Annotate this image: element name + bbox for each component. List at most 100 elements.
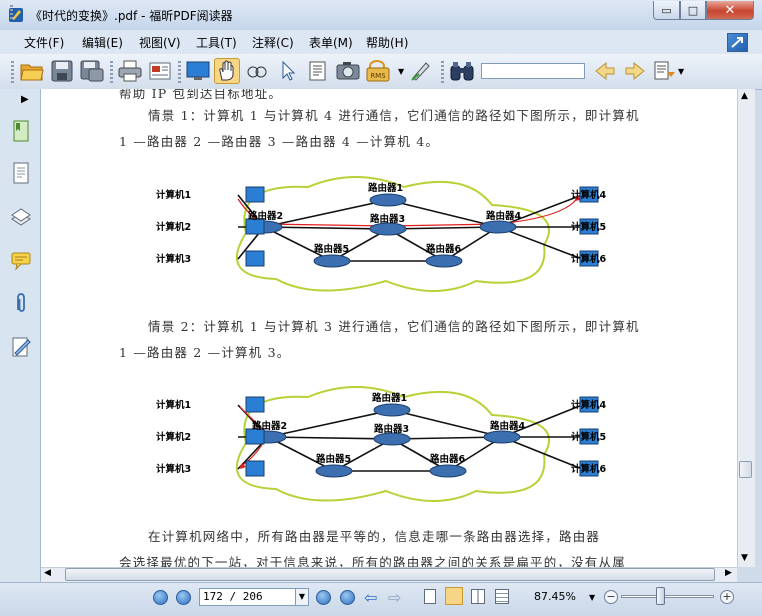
find-next-icon[interactable]	[622, 58, 648, 84]
zoom-in-button[interactable]: +	[720, 590, 734, 604]
signatures-icon[interactable]	[9, 334, 33, 360]
find-previous-icon[interactable]	[592, 58, 618, 84]
label-router6: 路由器6	[430, 453, 466, 465]
label-router5: 路由器5	[316, 453, 351, 465]
select-arrow-icon[interactable]	[274, 58, 300, 84]
single-page-icon[interactable]	[424, 589, 436, 604]
hand-tool-icon[interactable]	[214, 58, 240, 84]
close-button[interactable]: ✕	[706, 1, 754, 20]
menu-file[interactable]: 文件(F)	[24, 36, 65, 50]
computer-nodes	[245, 396, 599, 477]
last-page-icon[interactable]	[340, 590, 355, 605]
continuous-page-icon[interactable]	[445, 587, 463, 605]
label-computer3: 计算机3	[156, 253, 191, 265]
menu-view[interactable]: 视图(V)	[139, 36, 181, 50]
zoom-slider-thumb[interactable]	[656, 587, 665, 605]
save-icon[interactable]	[49, 58, 75, 84]
fullscreen-monitor-icon[interactable]	[185, 58, 211, 84]
menu-tools[interactable]: 工具(T)	[196, 36, 237, 50]
menu-form[interactable]: 表单(M)	[309, 36, 353, 50]
menu-bar	[0, 30, 762, 54]
doc-final-line1: 在计算机网络中，所有路由器是平等的，信息走哪一条路由器选择，路由器	[148, 529, 601, 544]
doc-line-intro: 帮助 IP 包到达目标地址。	[119, 89, 283, 101]
go-forward-icon[interactable]: ⇨	[388, 588, 402, 607]
snapshot-icon[interactable]	[244, 58, 270, 84]
router-nodes	[245, 193, 517, 268]
menu-edit[interactable]: 编辑(E)	[82, 36, 123, 50]
typewriter-icon[interactable]	[408, 58, 434, 84]
menu-comment[interactable]: 注释(C)	[252, 36, 294, 50]
first-page-icon[interactable]	[153, 590, 168, 605]
minimize-button[interactable]: ▭	[653, 1, 680, 20]
maximize-icon: □	[687, 3, 699, 17]
zoom-out-button[interactable]: −	[604, 590, 618, 604]
label-router1: 路由器1	[372, 392, 407, 404]
toolbar-separator	[178, 61, 181, 83]
network-diagram-1: 计算机1 计算机2 计算机3 计算机4 计算机5 计算机6 路由器1 路由器2 …	[156, 176, 607, 292]
maximize-button[interactable]: □	[680, 1, 706, 20]
toolbar-grip[interactable]	[11, 61, 14, 83]
zoom-slider-track[interactable]	[621, 595, 714, 598]
menu-grip-handle[interactable]	[10, 5, 13, 19]
label-computer2: 计算机2	[156, 431, 191, 443]
doc-scene2-line1: 情景 2：计算机 1 与计算机 3 进行通信，它们通信的路径如下图所示，即计算机	[148, 319, 640, 334]
scroll-right-icon[interactable]: ▶	[725, 568, 732, 578]
print-icon[interactable]	[117, 58, 143, 84]
layers-icon[interactable]	[9, 204, 33, 230]
vertical-scroll-thumb[interactable]	[739, 461, 752, 478]
menu-help[interactable]: 帮助(H)	[366, 36, 409, 50]
page-dropdown-icon[interactable]: ▼	[296, 588, 309, 606]
next-page-icon[interactable]	[316, 590, 331, 605]
scroll-down-icon[interactable]: ▼	[741, 553, 748, 563]
search-options-icon[interactable]	[652, 58, 678, 84]
minimize-icon: ▭	[661, 3, 672, 17]
rms-icon[interactable]: RMS	[366, 58, 392, 84]
label-router5: 路由器5	[314, 243, 349, 255]
label-router4: 路由器4	[490, 420, 526, 432]
label-router2: 路由器2	[252, 420, 287, 432]
document-viewport[interactable]: 帮助 IP 包到达目标地址。 情景 1：计算机 1 与计算机 4 进行通信，它们…	[41, 89, 737, 567]
zoom-level[interactable]: 87.45%	[534, 590, 576, 603]
label-router6: 路由器6	[426, 243, 462, 255]
navigation-panel	[0, 89, 41, 582]
router-nodes	[249, 403, 521, 478]
attachments-icon[interactable]	[9, 290, 33, 316]
go-back-icon[interactable]: ⇦	[364, 588, 378, 607]
network-diagram-2: 计算机1 计算机2 计算机3 计算机4 计算机5 计算机6 路由器1 路由器2 …	[156, 386, 607, 502]
restore-layout-icon[interactable]	[727, 33, 748, 52]
pages-thumbnail-icon[interactable]	[9, 160, 33, 186]
search-input[interactable]	[481, 63, 585, 79]
save-as-icon[interactable]	[79, 58, 105, 84]
computer-nodes	[245, 186, 599, 267]
label-router3: 路由器3	[370, 213, 405, 225]
label-computer1: 计算机1	[156, 189, 191, 201]
binoculars-icon[interactable]	[449, 58, 475, 84]
previous-page-icon[interactable]	[176, 590, 191, 605]
label-computer5: 计算机5	[571, 431, 606, 443]
continuous-facing-icon[interactable]	[495, 589, 509, 604]
page-number-input[interactable]: 172 / 206	[199, 588, 296, 606]
scroll-up-icon[interactable]: ▲	[741, 91, 748, 101]
label-router2: 路由器2	[248, 210, 283, 222]
text-select-icon[interactable]	[305, 58, 331, 84]
pdf-page: 帮助 IP 包到达目标地址。 情景 1：计算机 1 与计算机 4 进行通信，它们…	[41, 89, 737, 567]
toolbar-separator	[441, 61, 444, 83]
toolbar-separator	[110, 61, 113, 83]
scroll-left-icon[interactable]: ◀	[44, 568, 51, 578]
label-router3: 路由器3	[374, 423, 409, 435]
doc-scene2-line2: 1 —路由器 2 —计算机 3。	[119, 345, 291, 360]
facing-pages-icon[interactable]	[471, 589, 485, 604]
camera-icon[interactable]	[335, 58, 361, 84]
vertical-scrollbar[interactable]	[737, 89, 755, 567]
bookmarks-icon[interactable]	[9, 118, 33, 144]
zoom-dropdown-icon[interactable]: ▼	[589, 593, 596, 602]
rms-dropdown-arrow-icon[interactable]: ▼	[398, 67, 405, 76]
open-folder-icon[interactable]	[19, 58, 45, 84]
status-bar	[0, 582, 762, 616]
scan-icon[interactable]	[147, 58, 173, 84]
expand-panel-icon[interactable]: ▶	[21, 94, 29, 105]
label-computer2: 计算机2	[156, 221, 191, 233]
horizontal-scroll-thumb[interactable]	[65, 568, 715, 581]
comments-icon[interactable]	[9, 248, 33, 274]
search-options-dropdown-icon[interactable]: ▼	[678, 67, 685, 76]
